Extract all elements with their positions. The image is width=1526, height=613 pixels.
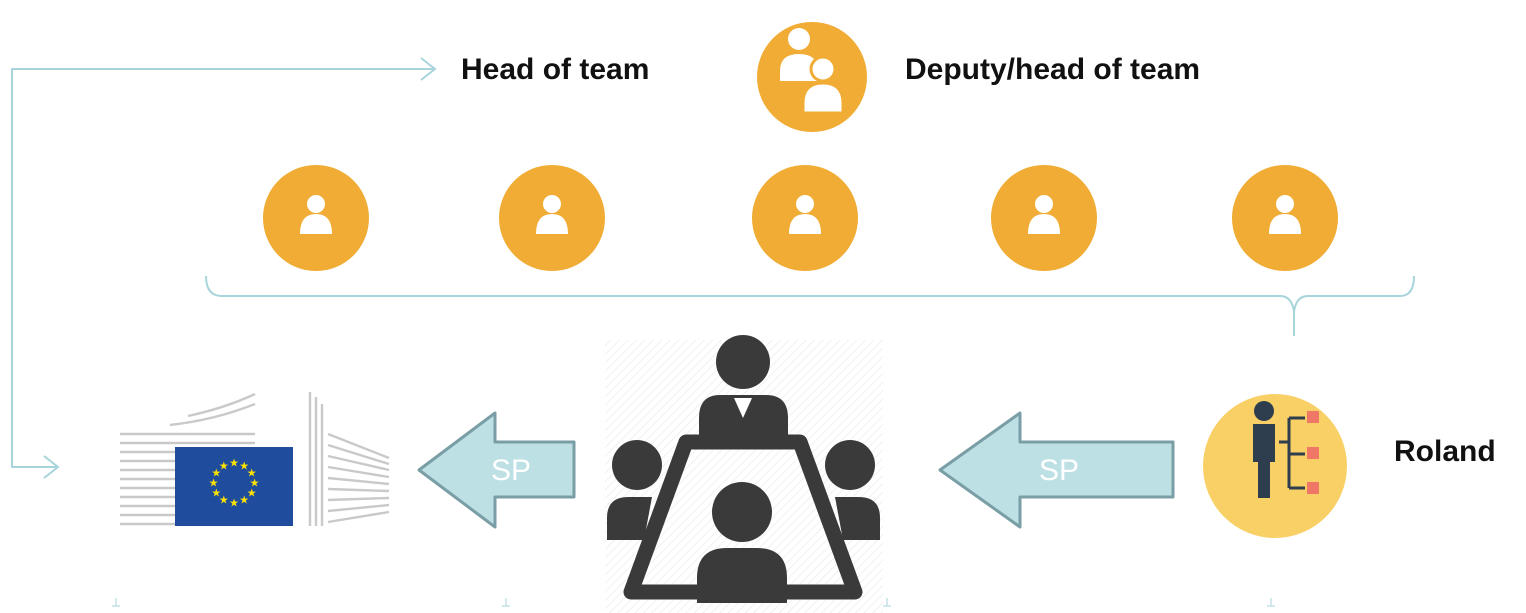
team-member-icons [263,165,1338,271]
sp-arrow-left: SP [417,411,576,529]
person-icon [991,165,1097,271]
person-icon [263,165,369,271]
svg-text:★: ★ [229,457,239,470]
svg-text:★: ★ [211,467,221,480]
svg-text:★: ★ [250,477,260,490]
two-persons-icon [757,22,867,132]
svg-text:★: ★ [239,459,249,472]
sp-arrow-left-label: SP [491,454,531,487]
head-of-team-label: Head of team [461,53,650,86]
team-brace [205,275,1415,336]
deputy-head-of-team-label: Deputy/head of team [905,53,1201,86]
eu-flag [175,447,293,526]
sp-arrow-right: SP [938,411,1175,529]
feedback-connector [11,57,437,479]
svg-text:★: ★ [247,486,257,499]
bottom-markers [112,598,1275,607]
eu-stars: ★ ★ ★ ★ ★ ★ ★ ★ ★ ★ ★ ★ [209,457,260,510]
roland-label: Roland [1394,435,1496,468]
svg-text:★: ★ [211,486,221,499]
svg-text:★: ★ [239,494,249,507]
svg-text:★: ★ [209,477,219,490]
person-icon [1232,165,1338,271]
svg-text:★: ★ [247,467,257,480]
svg-text:★: ★ [229,497,239,510]
person-icon [752,165,858,271]
svg-text:★: ★ [219,494,229,507]
sp-arrow-right-label: SP [1039,454,1079,487]
person-icon [499,165,605,271]
meeting-table-icon [605,335,883,613]
org-chart-person-icon [1203,394,1347,538]
svg-text:★: ★ [219,459,229,472]
european-commission-logo: ★ ★ ★ ★ ★ ★ ★ ★ ★ ★ ★ ★ [120,392,390,526]
